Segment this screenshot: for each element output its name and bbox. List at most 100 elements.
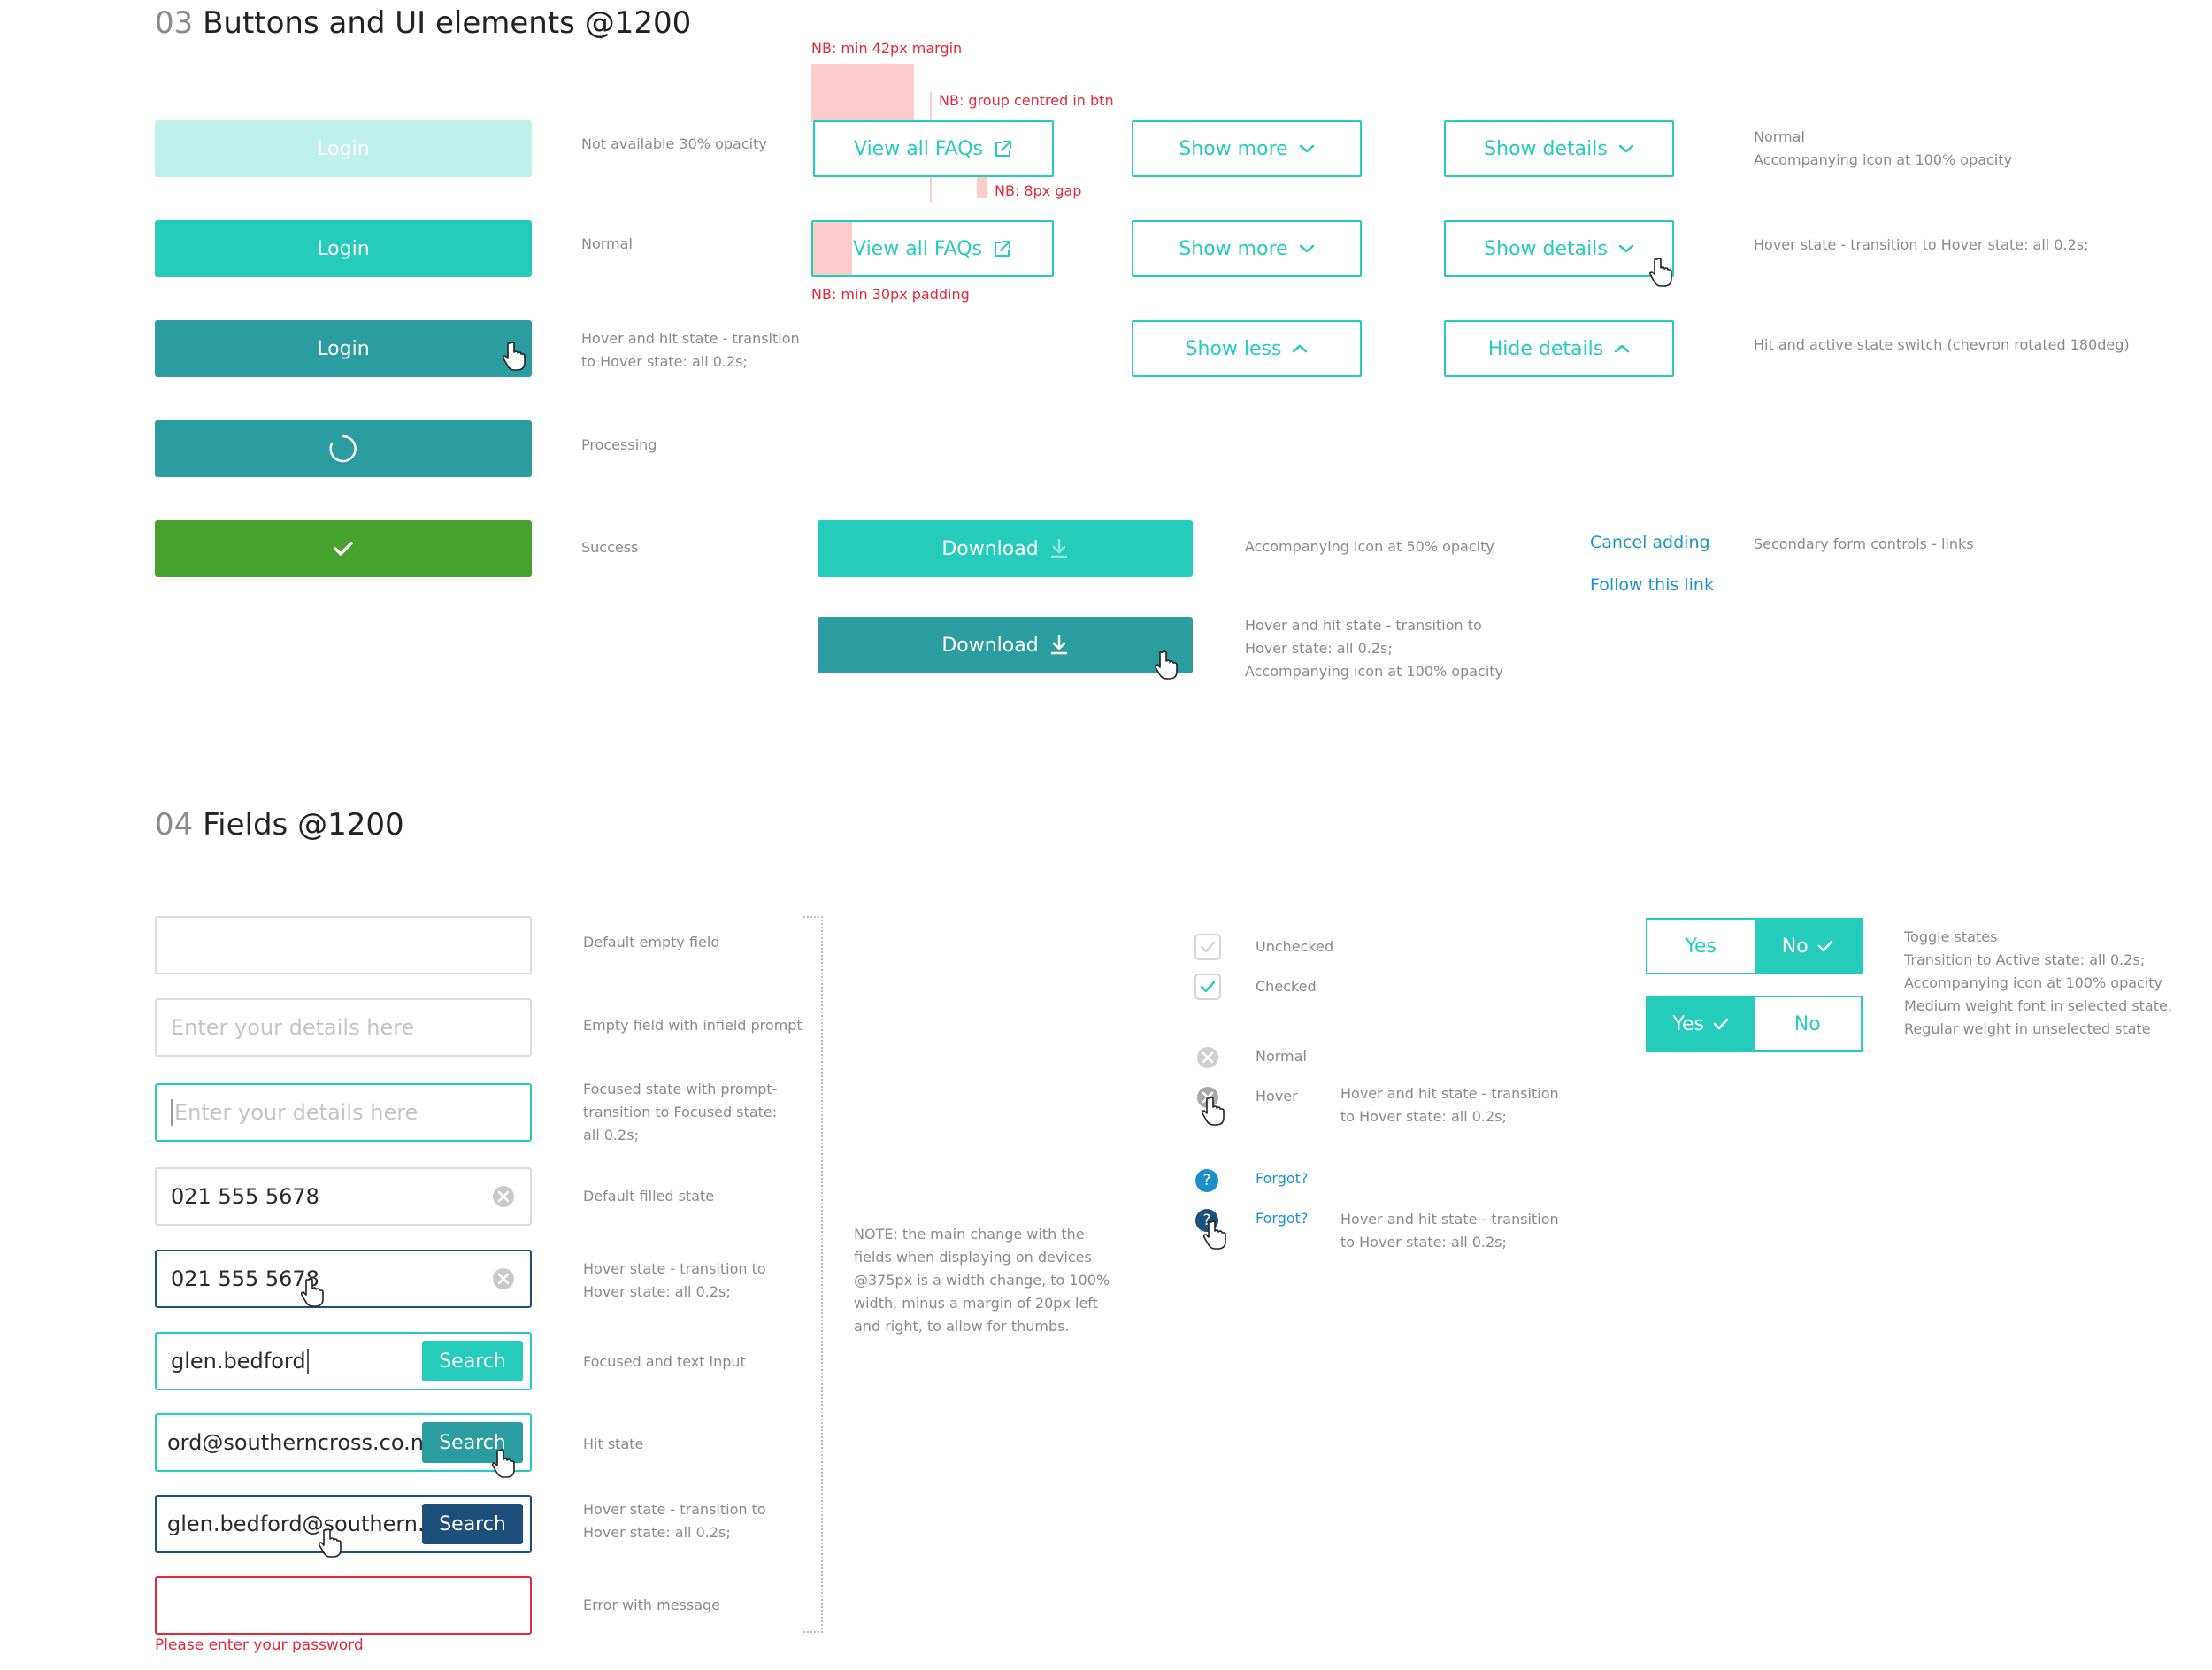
empty-field[interactable] — [155, 916, 532, 974]
field-value: glen.bedford — [171, 1349, 306, 1374]
login-button[interactable]: Login — [155, 220, 532, 277]
note-success: Success — [581, 539, 639, 556]
login-button-disabled: Login — [155, 120, 532, 177]
help-icon[interactable]: ? — [1195, 1169, 1218, 1192]
note-line: Accompanying icon at 100% opacity — [1754, 151, 2013, 168]
show-details-button[interactable]: Show details — [1444, 120, 1674, 177]
show-details-label: Show details — [1484, 237, 1608, 260]
show-details-label: Show details — [1484, 137, 1608, 160]
note-hover: Hover and hit state - transition to Hove… — [581, 330, 800, 370]
filled-field[interactable]: 021 555 5678 — [155, 1167, 532, 1226]
download-button-hover[interactable]: Download — [818, 617, 1193, 673]
error-field[interactable] — [155, 1576, 532, 1635]
show-more-label: Show more — [1179, 137, 1288, 160]
clear-icon[interactable] — [491, 1266, 516, 1291]
chevron-down-icon — [1618, 144, 1634, 153]
forgot-link-hover[interactable]: Forgot? — [1256, 1210, 1309, 1227]
checkbox-unchecked[interactable] — [1194, 934, 1221, 960]
follow-link[interactable]: Follow this link — [1590, 575, 1714, 595]
toggle-yes[interactable]: Yes — [1647, 920, 1755, 973]
note-empty: Default empty field — [583, 934, 720, 950]
download-icon — [1050, 538, 1067, 558]
search-field-focused[interactable]: glen.bedford Search — [155, 1332, 532, 1390]
toggle-yes-label: Yes — [1672, 1012, 1704, 1035]
text-caret — [306, 1349, 309, 1374]
search-button-hover[interactable]: Search — [422, 1504, 523, 1544]
note-download-normal: Accompanying icon at 50% opacity — [1245, 538, 1494, 555]
view-faqs-button-hover[interactable]: View all FAQs — [811, 220, 1054, 277]
note-line: Transition to Active state: all 0.2s; — [1904, 951, 2146, 968]
show-details-button-hover[interactable]: Show details — [1444, 220, 1674, 277]
note-outline-active: Hit and active state switch (chevron rot… — [1754, 336, 2130, 353]
view-faqs-button[interactable]: View all FAQs — [813, 120, 1054, 177]
close-icon[interactable] — [1195, 1045, 1220, 1070]
margin-guide — [811, 64, 914, 122]
chevron-down-icon — [1299, 244, 1314, 253]
hand-cursor-icon — [1649, 258, 1672, 287]
note-hover-2: Hover state - transition to Hover state:… — [583, 1498, 766, 1544]
check-icon — [1713, 1018, 1729, 1030]
note-line: Hover state: all 0.2s; — [1245, 640, 1393, 657]
clear-icon[interactable] — [491, 1184, 516, 1209]
toggle-yes[interactable]: Yes — [1647, 997, 1755, 1050]
search-button[interactable]: Search — [422, 1341, 523, 1381]
note-toggle: Toggle states Transition to Active state… — [1904, 926, 2172, 1041]
note-line: Hover and hit state - transition to — [1245, 617, 1482, 634]
field-placeholder: Enter your details here — [174, 1100, 419, 1125]
section-number: 03 — [155, 5, 194, 41]
search-button-hit[interactable]: Search — [422, 1422, 523, 1463]
toggle-no[interactable]: No — [1754, 997, 1861, 1050]
search-field-hit[interactable]: ord@southerncross.co.nz Search — [155, 1413, 532, 1472]
show-more-label: Show more — [1179, 237, 1288, 260]
note-error: Error with message — [583, 1597, 721, 1613]
download-button[interactable]: Download — [818, 520, 1193, 577]
note-line: Normal — [1754, 128, 1805, 145]
note-line: NOTE: the main change with the — [854, 1226, 1085, 1243]
search-field-hover[interactable]: glen.bedford@southern... Search — [155, 1495, 532, 1553]
note-infield: Empty field with infield prompt — [583, 1017, 803, 1034]
hide-details-button[interactable]: Hide details — [1444, 320, 1674, 377]
toggle-no-label: No — [1781, 935, 1809, 958]
toggle-no-selected[interactable]: Yes No — [1646, 918, 1863, 974]
annotation-margin: NB: min 42px margin — [811, 40, 963, 57]
section-title-fields: 04 Fields @1200 — [155, 807, 404, 843]
text-caret — [171, 1099, 173, 1126]
note-line: all 0.2s; — [583, 1127, 639, 1143]
bracket-divider — [803, 916, 823, 1633]
note-filled: Default filled state — [583, 1188, 715, 1204]
cancel-adding-link[interactable]: Cancel adding — [1590, 533, 1710, 552]
note-line: Accompanying icon at 100% opacity — [1904, 974, 2163, 991]
external-link-icon — [994, 241, 1010, 257]
field-value: glen.bedford@southern... — [167, 1512, 438, 1536]
show-less-label: Show less — [1185, 337, 1282, 360]
show-less-button[interactable]: Show less — [1132, 320, 1362, 377]
faqs-label: View all FAQs — [854, 137, 983, 160]
show-more-button[interactable]: Show more — [1132, 120, 1362, 177]
note-line: Hover state: all 0.2s; — [583, 1524, 731, 1541]
prompt-field[interactable]: Enter your details here — [155, 998, 532, 1057]
forgot-link[interactable]: Forgot? — [1256, 1170, 1309, 1187]
note-line: Accompanying icon at 100% opacity — [1245, 663, 1504, 680]
search-label: Search — [439, 1512, 506, 1535]
hide-details-label: Hide details — [1487, 337, 1604, 360]
note-line: Regular weight in unselected state — [1904, 1020, 2151, 1037]
focused-field[interactable]: Enter your details here — [155, 1083, 532, 1142]
note-focused-text: Focused and text input — [583, 1353, 746, 1370]
login-button-success — [155, 520, 532, 577]
note-line: Hover state: all 0.2s; — [583, 1283, 731, 1300]
chevron-up-icon — [1614, 344, 1630, 353]
note-line: to Hover state: all 0.2s; — [1340, 1108, 1507, 1125]
check-icon — [1817, 940, 1832, 952]
checkbox-checked[interactable] — [1194, 974, 1221, 1000]
note-line: and right, to allow for thumbs. — [854, 1318, 1070, 1335]
hand-cursor-icon — [1155, 650, 1178, 680]
toggle-yes-selected[interactable]: Yes No — [1646, 996, 1863, 1052]
hover-field[interactable]: 021 555 5678 — [155, 1250, 532, 1308]
toggle-no[interactable]: No — [1754, 920, 1861, 973]
download-label: Download — [941, 537, 1039, 560]
login-button-hover[interactable]: Login — [155, 320, 532, 377]
note-line: transition to Focused state: — [583, 1104, 778, 1120]
toggle-yes-label: Yes — [1685, 935, 1717, 958]
error-message: Please enter your password — [155, 1636, 364, 1654]
show-more-button-hover[interactable]: Show more — [1132, 220, 1362, 277]
